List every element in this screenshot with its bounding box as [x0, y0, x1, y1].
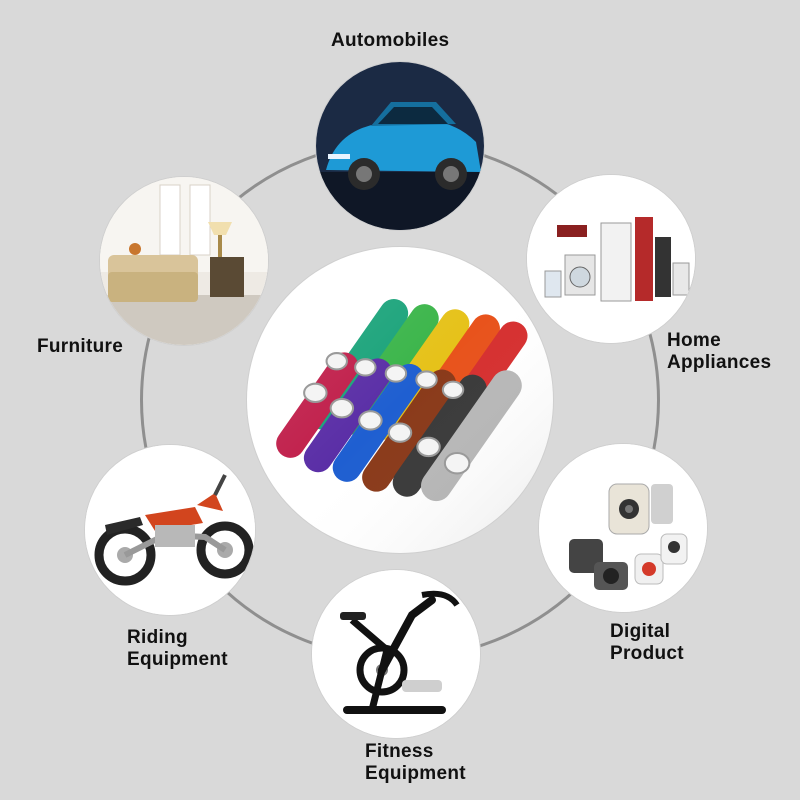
fitness-equipment-label: Fitness Equipment: [365, 741, 466, 784]
home-appliances-image: [527, 175, 695, 343]
car-icon: [316, 62, 484, 230]
automobiles-image: [316, 62, 484, 230]
appliances-icon: [527, 175, 695, 343]
fitness-equipment-image: [312, 570, 480, 738]
vinyl-rolls-image: [247, 247, 553, 553]
furniture-label: Furniture: [37, 336, 124, 357]
automobiles-label: Automobiles: [331, 30, 450, 51]
riding-equipment-label: Riding Equipment: [127, 627, 228, 670]
home-appliances-label: Home Appliances: [667, 330, 772, 373]
sofa-icon: [100, 177, 268, 345]
furniture-image: [100, 177, 268, 345]
riding-equipment-image: [85, 445, 255, 615]
vinyl-rolls-icon: [247, 247, 553, 553]
motorcycle-icon: [85, 445, 255, 615]
digital-product-image: [539, 444, 707, 612]
camera-icon: [539, 444, 707, 612]
digital-product-label: Digital Product: [610, 621, 684, 664]
exercise-bike-icon: [312, 570, 480, 738]
